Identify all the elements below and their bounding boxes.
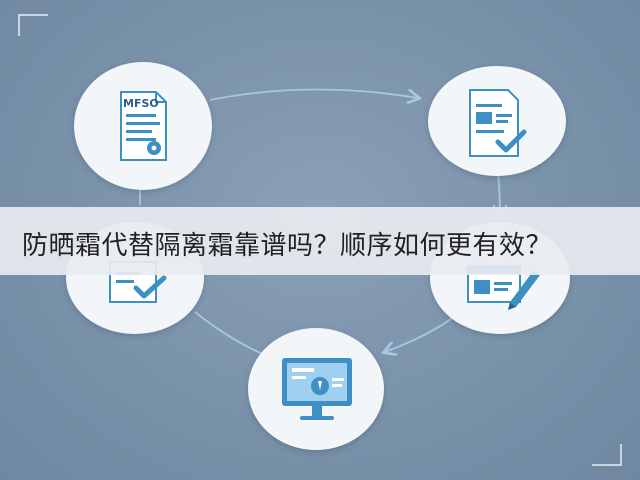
step-node-2: [428, 66, 566, 176]
corner-bracket-bottom-right: [592, 444, 622, 466]
arrow-3-to-5: [194, 311, 266, 356]
step-node-1: MFSO: [74, 62, 212, 190]
document-icon: MFSO: [120, 91, 167, 161]
title-banner: 防晒霜代替隔离霜靠谱吗？顺序如何更有效？: [0, 207, 640, 275]
corner-bracket-top-left: [18, 14, 48, 36]
monitor-icon: [282, 358, 352, 420]
arrow-4-to-5: [385, 315, 456, 352]
document-label: MFSO: [123, 97, 159, 110]
page-title: 防晒霜代替隔离霜靠谱吗？顺序如何更有效？: [22, 231, 553, 261]
arrow-1-to-2: [209, 88, 418, 100]
document-check-icon: [469, 89, 527, 157]
step-node-5: [248, 328, 384, 450]
